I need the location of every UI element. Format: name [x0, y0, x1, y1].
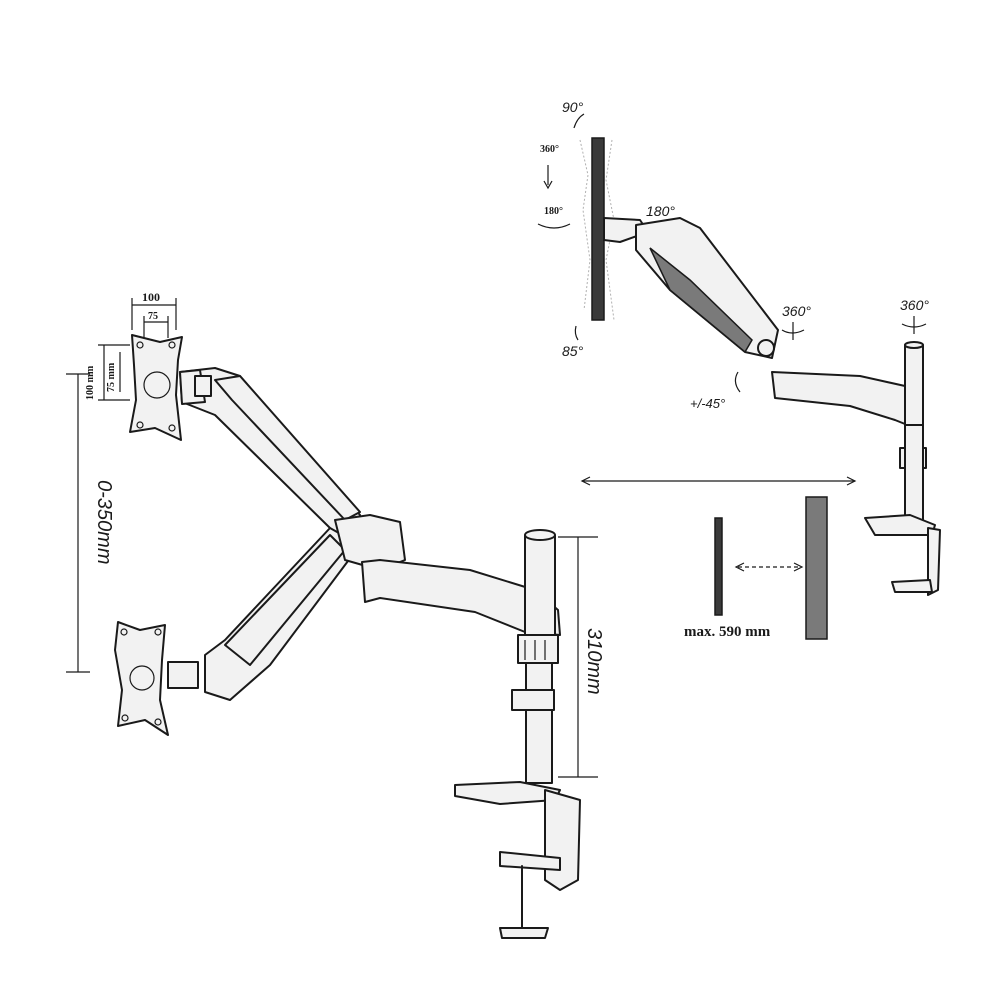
- joint-and-extension-arm: [334, 514, 561, 636]
- pole: [511, 529, 559, 784]
- rotation-labels: 90° 85° 360° 180° 180° 360° 360° +/-45°: [537, 99, 929, 411]
- max-depth-label: max. 590 mm: [684, 624, 771, 640]
- desk-clamp: [454, 781, 581, 939]
- vesa-small-v-label: 75 mm: [106, 362, 117, 392]
- vesa-dimensions: 100 75 100 mm 75 mm: [85, 290, 177, 401]
- pole-height-label: 310mm: [583, 628, 605, 695]
- upper-arm: [179, 367, 361, 546]
- vesa-large-label: 100: [142, 290, 160, 304]
- vesa-large-v-label: 100 mm: [85, 365, 96, 400]
- pole-height-dimension: 310mm: [558, 536, 605, 778]
- tilt-up-label: 90°: [562, 99, 584, 115]
- swivel-head-top-label: 180°: [646, 203, 675, 219]
- side-view: [579, 137, 941, 596]
- rotate-label: 360°: [540, 144, 559, 155]
- height-dimension: 0-350mm: [66, 373, 115, 673]
- pole-rotate-label: 360°: [900, 297, 929, 313]
- vesa-small-label: 75: [148, 311, 158, 322]
- lower-arm: [167, 527, 361, 701]
- vesa-plate-lower: [114, 621, 169, 736]
- joint-rotate-label: 360°: [782, 303, 811, 319]
- arm-tilt-label: +/-45°: [690, 396, 725, 411]
- depth-range: max. 590 mm: [580, 476, 857, 640]
- vesa-plate-upper: [129, 334, 183, 441]
- tilt-down-label: 85°: [562, 343, 584, 359]
- swivel-head-label: 180°: [544, 206, 563, 217]
- height-range-label: 0-350mm: [93, 480, 115, 564]
